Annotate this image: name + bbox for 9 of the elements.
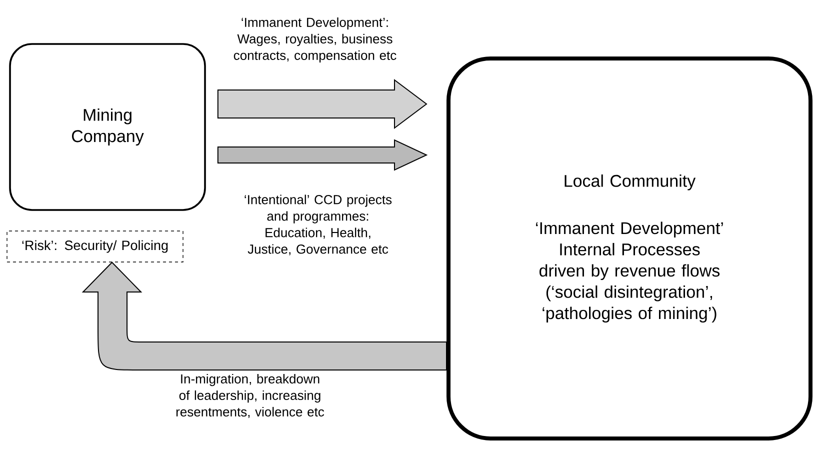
company-box: Mining Company bbox=[9, 43, 206, 211]
block-arrow bbox=[82, 262, 447, 370]
edge-label: ‘Intentional’ CCD projects and programmes: Education, Health, Justice, Governance etc bbox=[244, 194, 392, 256]
edge-label: In-migration, breakdown of leadership, increasing resentments, violence etc bbox=[176, 374, 324, 418]
edge-label: ‘Immanent Development’: Wages, royalties, business contracts, compensation etc bbox=[234, 17, 396, 63]
risk-box: ‘Risk’: Security/ Policing bbox=[6, 230, 184, 262]
block-arrow bbox=[217, 79, 428, 129]
block-arrow bbox=[217, 139, 428, 171]
community-box: Local Community ‘Immanent Development’ Internal Processes driven by revenue flows (‘social disintegration’, ‘pathologies of mining’) bbox=[446, 56, 812, 440]
